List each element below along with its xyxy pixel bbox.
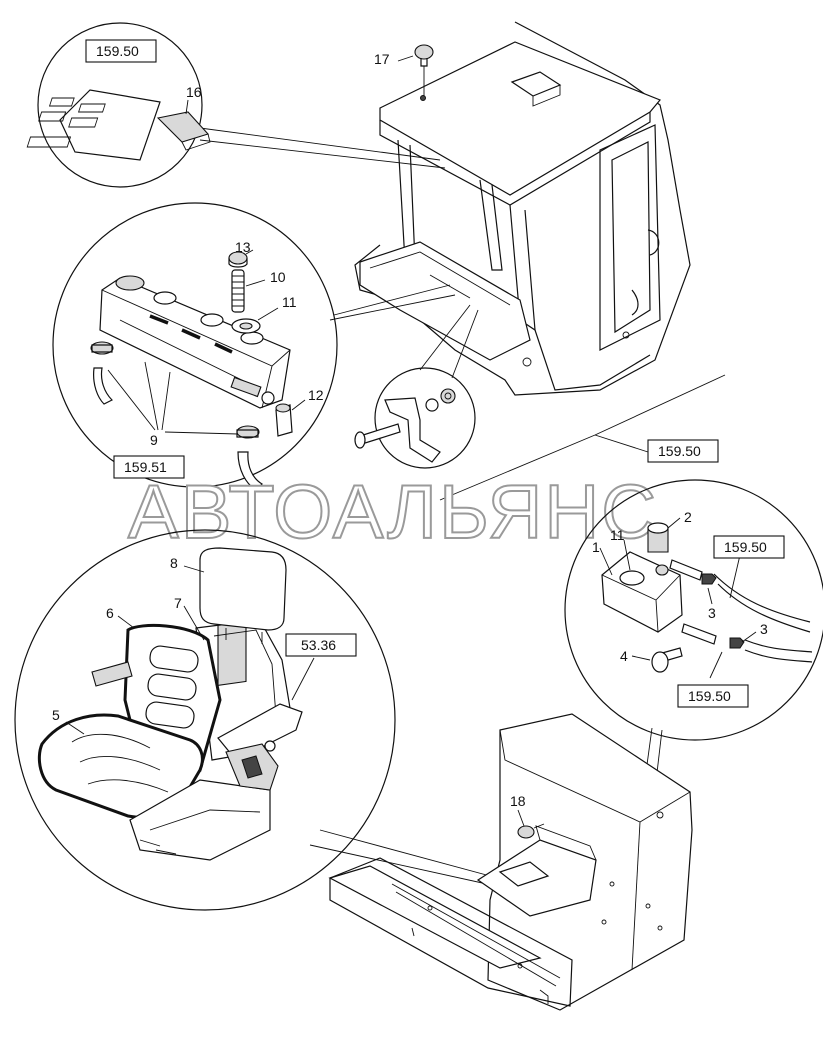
callout-3-upper: 3 (708, 605, 716, 621)
callout-10: 10 (270, 269, 286, 285)
cab-illustration (354, 21, 691, 396)
ref-box-sunvisor[interactable] (85, 39, 157, 63)
ref-sunvisor: 159.50 (96, 43, 139, 59)
tank-inset (52, 202, 456, 491)
callout-4: 4 (620, 648, 628, 664)
callout-12: 12 (308, 387, 324, 403)
sunvisor-inset (26, 22, 446, 188)
callout-8: 8 (170, 555, 178, 571)
callout-7: 7 (174, 595, 182, 611)
roof-knob-icon (414, 44, 434, 96)
callout-9: 9 (150, 432, 158, 448)
ref-cab: 159.50 (658, 443, 701, 459)
callout-11-tank: 11 (282, 294, 297, 310)
callout-6: 6 (106, 605, 114, 621)
callout-18: 18 (510, 793, 526, 809)
ref-box-washer-bottom[interactable] (677, 684, 749, 708)
ref-washer-top: 159.50 (724, 539, 767, 555)
ref-seat: 53.36 (301, 637, 336, 653)
callout-2: 2 (684, 509, 692, 525)
bolt-inset (354, 304, 479, 469)
ref-tank: 159.51 (124, 459, 167, 475)
callout-16: 16 (186, 84, 202, 100)
callout-13: 13 (235, 239, 251, 255)
floor-platform-illustration (328, 713, 693, 1011)
ref-box-seat[interactable] (285, 633, 357, 657)
seat-inset (14, 529, 506, 911)
ref-box-cab[interactable] (647, 439, 719, 463)
washer-inset (564, 479, 823, 876)
callout-1: 1 (592, 539, 600, 555)
callout-3-lower: 3 (760, 621, 768, 637)
callout-5: 5 (52, 707, 60, 723)
callout-17: 17 (374, 51, 390, 67)
ref-box-washer-top[interactable] (713, 535, 785, 559)
ref-box-tank[interactable] (113, 455, 185, 479)
ref-washer-bottom: 159.50 (688, 688, 731, 704)
callout-11-washer: 11 (610, 527, 625, 543)
watermark-text: АВТОАЛЬЯНС (128, 470, 658, 555)
